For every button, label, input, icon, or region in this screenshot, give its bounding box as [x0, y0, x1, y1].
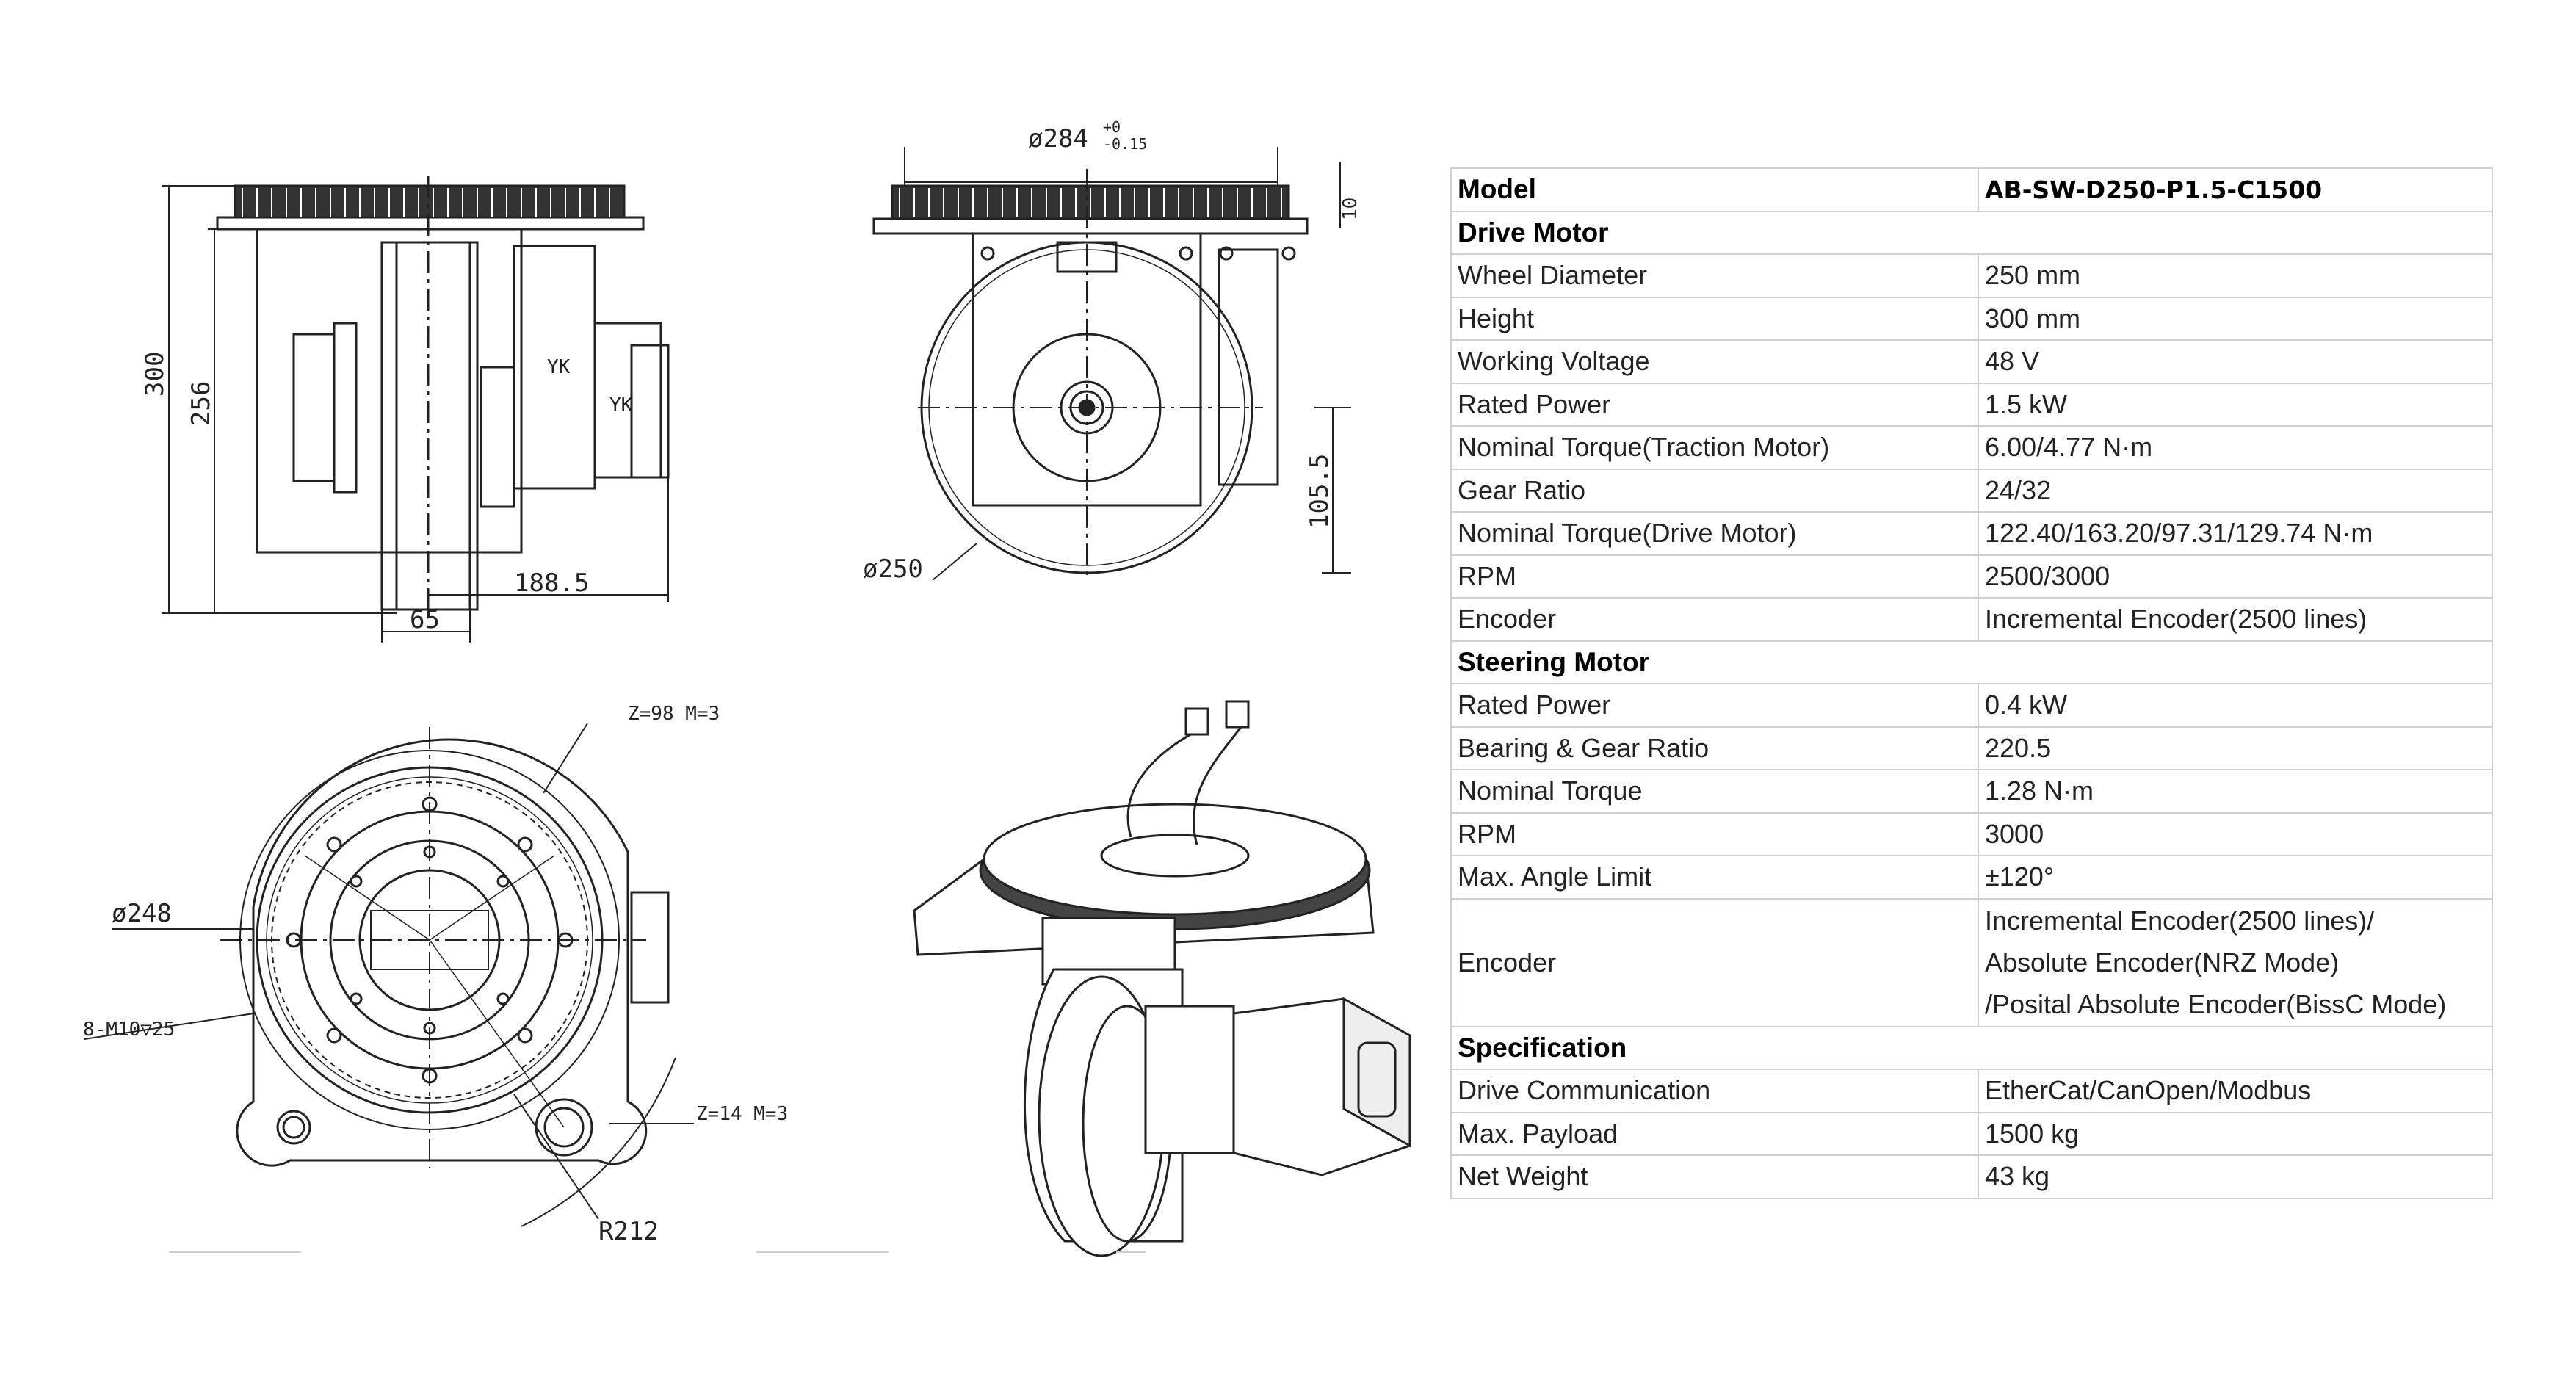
row-value: 1.28 N·m — [1978, 769, 2493, 814]
table-row: Encoder Incremental Encoder(2500 lines)/… — [1450, 897, 2493, 1027]
row-value: 1500 kg — [1978, 1111, 2493, 1156]
table-row: Rated Power 1.5 kW — [1450, 382, 2493, 427]
table-row: Encoder Incremental Encoder(2500 lines) — [1450, 597, 2493, 642]
table-row: Nominal Torque(Traction Motor) 6.00/4.77… — [1450, 425, 2493, 470]
front-flange-thickness-label: 10 — [1339, 198, 1361, 220]
plan-ring-gear-label: Z=98 M=3 — [628, 703, 720, 725]
row-value: 3000 — [1978, 812, 2493, 856]
encoder-line: Incremental Encoder(2500 lines)/ — [1985, 906, 2375, 936]
row-key: Nominal Torque(Traction Motor) — [1450, 425, 1979, 470]
side-view-gear-teeth — [242, 188, 610, 217]
row-value: 122.40/163.20/97.31/129.74 N·m — [1978, 511, 2493, 556]
plan-bolt-circle-label: ø248 — [112, 899, 172, 928]
front-tolerance-lower-label: -0.15 — [1103, 135, 1147, 153]
side-height-total-label: 300 — [140, 352, 170, 397]
row-key: Rated Power — [1450, 382, 1979, 427]
specification-heading: Specification — [1450, 1025, 2493, 1070]
front-wheel-diameter-label: ø250 — [863, 554, 923, 584]
row-key: Encoder — [1450, 597, 1979, 642]
row-key: Max. Angle Limit — [1450, 855, 1979, 900]
technical-drawings: 300 256 YK YK 188.5 65 — [83, 118, 1411, 1257]
table-row: Wheel Diameter 250 mm — [1450, 253, 2493, 298]
row-value: 2500/3000 — [1978, 554, 2493, 599]
drive-motor-heading-row: Drive Motor — [1450, 210, 2493, 255]
row-value: Incremental Encoder(2500 lines)/ Absolut… — [1978, 897, 2493, 1027]
row-value: 43 kg — [1978, 1154, 2493, 1199]
plan-radius-label: R212 — [598, 1217, 659, 1246]
row-key: Max. Payload — [1450, 1111, 1979, 1156]
spec-table: Model AB-SW-D250-P1.5-C1500 Drive Motor … — [1450, 167, 2493, 1199]
table-row: Height 300 mm — [1450, 296, 2493, 341]
row-key: Net Weight — [1450, 1154, 1979, 1199]
encoder-line: Absolute Encoder(NRZ Mode) — [1985, 947, 2340, 977]
row-key: RPM — [1450, 554, 1979, 599]
front-top-diameter-label: ø284 — [1028, 124, 1088, 153]
table-row: Net Weight 43 kg — [1450, 1154, 2493, 1199]
row-value: 6.00/4.77 N·m — [1978, 425, 2493, 470]
row-key: Working Voltage — [1450, 339, 1979, 384]
table-row: Nominal Torque 1.28 N·m — [1450, 769, 2493, 814]
row-value: 48 V — [1978, 339, 2493, 384]
front-view-gear-teeth — [899, 188, 1282, 217]
front-view — [872, 147, 1351, 581]
row-key: Nominal Torque — [1450, 769, 1979, 814]
steering-motor-heading: Steering Motor — [1450, 640, 2493, 684]
model-value: AB-SW-D250-P1.5-C1500 — [1978, 167, 2493, 212]
isometric-view — [913, 700, 1411, 1257]
table-row: Bearing & Gear Ratio 220.5 — [1450, 726, 2493, 770]
encoder-line: /Posital Absolute Encoder(BissC Mode) — [1985, 989, 2447, 1019]
row-key: Bearing & Gear Ratio — [1450, 726, 1979, 770]
row-value: Incremental Encoder(2500 lines) — [1978, 597, 2493, 642]
plan-bolts-label: 8-M10▽25 — [83, 1019, 175, 1041]
row-value: EtherCat/CanOpen/Modbus — [1978, 1069, 2493, 1113]
table-row: Drive Communication EtherCat/CanOpen/Mod… — [1450, 1069, 2493, 1113]
table-row: Gear Ratio 24/32 — [1450, 468, 2493, 513]
front-axle-height-label: 105.5 — [1305, 454, 1334, 529]
row-value: 0.4 kW — [1978, 683, 2493, 728]
table-row: Rated Power 0.4 kW — [1450, 683, 2493, 728]
model-label: Model — [1450, 167, 1979, 212]
row-key: Rated Power — [1450, 683, 1979, 728]
side-motor-mark-2: YK — [609, 394, 633, 416]
table-row: RPM 2500/3000 — [1450, 554, 2493, 599]
table-row: Max. Payload 1500 kg — [1450, 1111, 2493, 1156]
side-width-right-label: 188.5 — [514, 568, 589, 598]
row-value: 24/32 — [1978, 468, 2493, 513]
table-row: RPM 3000 — [1450, 812, 2493, 856]
row-value: 220.5 — [1978, 726, 2493, 770]
plan-pinion-label: Z=14 M=3 — [696, 1103, 788, 1125]
specification-heading-row: Specification — [1450, 1025, 2493, 1070]
row-key: Gear Ratio — [1450, 468, 1979, 513]
side-width-bottom-label: 65 — [410, 605, 440, 635]
row-key: Drive Communication — [1450, 1069, 1979, 1113]
row-value: 250 mm — [1978, 253, 2493, 298]
side-height-inner-label: 256 — [187, 381, 216, 426]
table-row: Nominal Torque(Drive Motor) 122.40/163.2… — [1450, 511, 2493, 556]
table-row: Max. Angle Limit ±120° — [1450, 855, 2493, 900]
table-row: Working Voltage 48 V — [1450, 339, 2493, 384]
front-tolerance-upper-label: +0 — [1103, 118, 1121, 136]
plan-view — [84, 723, 694, 1227]
row-key: RPM — [1450, 812, 1979, 856]
drive-motor-heading: Drive Motor — [1450, 210, 2493, 255]
row-value: 1.5 kW — [1978, 382, 2493, 427]
side-motor-mark-1: YK — [547, 356, 571, 378]
row-key: Nominal Torque(Drive Motor) — [1450, 511, 1979, 556]
row-key: Wheel Diameter — [1450, 253, 1979, 298]
row-key: Encoder — [1450, 897, 1979, 1027]
model-row: Model AB-SW-D250-P1.5-C1500 — [1450, 167, 2493, 212]
steering-motor-heading-row: Steering Motor — [1450, 640, 2493, 684]
side-view — [162, 176, 670, 643]
row-value: ±120° — [1978, 855, 2493, 900]
row-value: 300 mm — [1978, 296, 2493, 341]
row-key: Height — [1450, 296, 1979, 341]
